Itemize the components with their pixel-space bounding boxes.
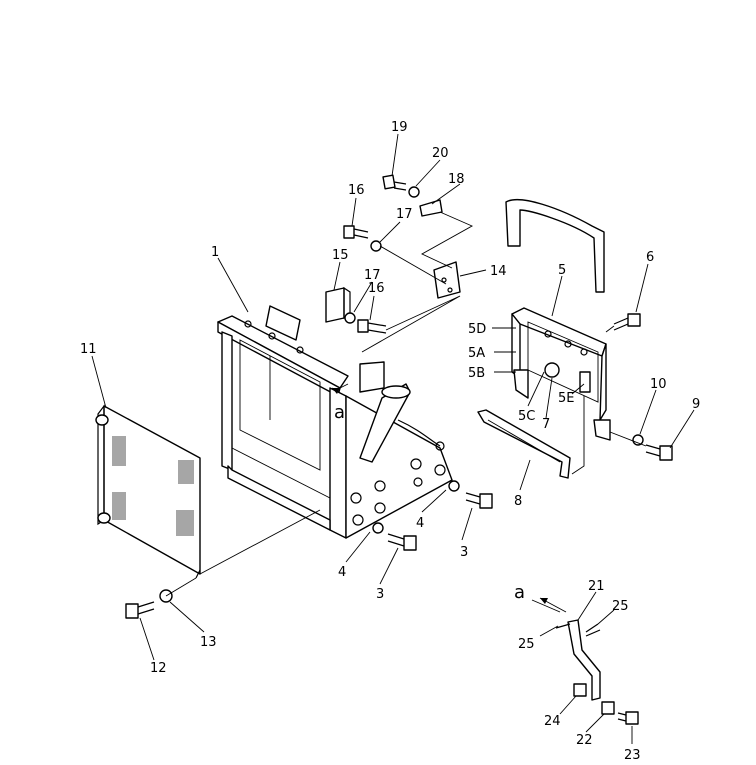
bolt-9 [645,444,673,461]
radiator-frame [217,305,453,539]
callout-3-right: 3 [460,545,468,560]
callout-5b: 5B [468,366,485,381]
callout-4-left: 4 [338,565,346,580]
bracket-18 [419,199,443,217]
plate-14 [433,261,461,299]
clip-25-left [555,623,571,629]
nut-22 [601,701,615,715]
bolt-16-lower [357,319,387,334]
callout-6: 6 [646,250,654,265]
callout-5: 5 [558,263,566,278]
callout-8: 8 [514,494,522,509]
assembly-lines [165,211,647,613]
callout-25-left: 25 [518,637,535,652]
bolt-23 [617,711,639,725]
callout-5a: 5A [468,346,485,361]
lower-bar [477,409,571,479]
callout-11: 11 [80,342,97,357]
callout-5e: 5E [558,391,575,406]
callout-24: 24 [544,714,561,729]
leader-lines [91,133,695,744]
bolt-3-left [387,533,417,551]
rod-21 [567,619,601,701]
callout-5d: 5D [468,322,486,337]
callout-13: 13 [200,635,217,650]
washer-4-right [448,480,460,492]
callout-4-right: 4 [416,516,424,531]
callout-10: 10 [650,377,667,392]
bolt-19 [382,174,407,191]
callout-12: 12 [150,661,167,676]
callout-15: 15 [332,248,349,263]
callout-21: 21 [588,579,605,594]
bolt-3-right [465,492,493,509]
callout-18: 18 [448,172,465,187]
callout-labels: 1 11 19 20 16 17 18 15 17 16 14 5 6 5D 5… [80,120,700,763]
bolt-12 [125,601,155,619]
view-mark-a-main: a [334,402,345,423]
callout-17-lower: 17 [364,268,381,283]
callout-17-upper: 17 [396,207,413,222]
view-mark-a-detail: a [514,582,525,603]
grille-perforations [112,436,194,536]
side-grille-panel [95,404,201,579]
bolt-6 [613,313,641,331]
clip-25-right [585,623,601,637]
handle-bar [505,198,605,293]
washer-10 [632,434,644,446]
washer-4-left [372,522,384,534]
callout-20: 20 [432,146,449,161]
callout-19: 19 [391,120,408,135]
callout-22: 22 [576,733,593,748]
callout-14: 14 [490,264,507,279]
callout-5c: 5C [518,409,535,424]
nut-24 [573,683,587,697]
callout-7: 7 [542,417,550,432]
callout-16-upper: 16 [348,183,365,198]
bolt-16-upper [343,225,369,239]
callout-16-lower: 16 [368,281,385,296]
callout-9: 9 [692,397,700,412]
bracket-15 [325,286,351,323]
callout-1: 1 [211,245,219,260]
callout-23: 23 [624,748,641,760]
callout-3-left: 3 [376,587,384,602]
callout-25-right: 25 [612,599,629,614]
washer-20 [408,186,420,198]
shroud-bracket [511,307,611,441]
washer-17-upper [370,240,382,252]
washer-17-lower [344,312,356,324]
